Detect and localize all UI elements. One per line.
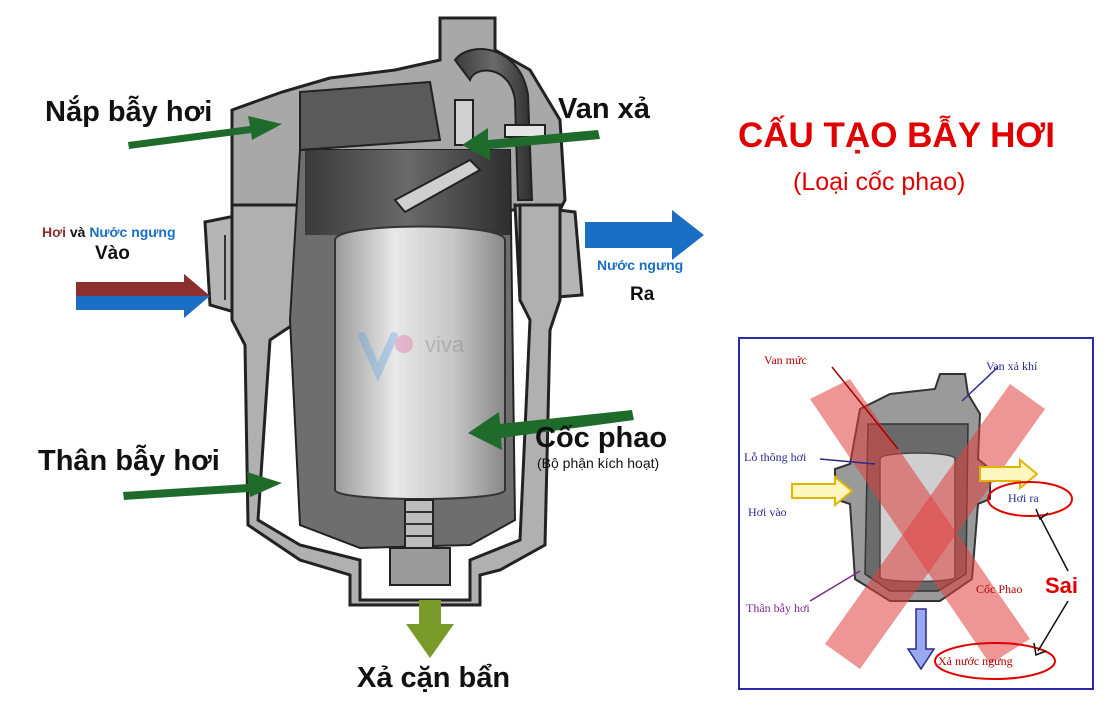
inlet-arrow — [76, 274, 210, 318]
page-title: CẤU TẠO BẪY HƠI — [738, 116, 1055, 155]
valve-arrow — [462, 128, 600, 160]
valve-label: Van xả — [558, 93, 650, 125]
float-label: Cốc phao — [535, 422, 668, 454]
drain-label: Xả cặn bẩn — [357, 662, 511, 694]
svg-text:viva: viva — [425, 332, 465, 357]
inset-condensate-circle — [934, 642, 1056, 680]
inset-body-label: Thân bẫy hơi — [746, 601, 810, 615]
cover-arrow — [128, 116, 282, 149]
inset-air-vent-label: Van xả khí — [986, 359, 1038, 373]
outlet-condensate-label: Nước ngưng — [597, 257, 684, 273]
inset-verdict-label: Sai — [1045, 573, 1079, 598]
drain-arrow — [406, 600, 454, 658]
cover-label: Nắp bẫy hơi — [45, 96, 213, 128]
inset-steam-out-label: Hơi ra — [1008, 491, 1039, 505]
inlet-fluids-label: Hơi và Nước ngưng — [42, 224, 176, 240]
inlet-steam-word: Hơi — [42, 224, 66, 240]
inlet-and-word: và — [69, 224, 86, 240]
body-arrow — [123, 472, 282, 500]
inset-steam-out-circle — [987, 481, 1073, 517]
inset-steam-in-label: Hơi vào — [748, 505, 787, 519]
inset-drawing — [791, 366, 1073, 680]
inlet-label: Vào — [95, 243, 130, 264]
inset-steam-in-arrow — [791, 474, 854, 508]
inlet-condensate-word: Nước ngưng — [89, 224, 176, 240]
steam-trap-illustration — [203, 16, 584, 607]
outlet-label: Ra — [630, 284, 655, 305]
incorrect-diagram-inset: Van mức Van xả khí Lỗ thông hơi Hơi vào … — [738, 337, 1094, 690]
float-arrow — [468, 410, 634, 450]
inset-condensate-arrow — [906, 608, 936, 671]
page-subtitle: (Loại cốc phao) — [793, 168, 966, 196]
cross-stroke-b — [825, 384, 1045, 669]
inset-float-label: Cốc Phao — [976, 582, 1023, 596]
float-note-label: (Bộ phận kích hoạt) — [537, 455, 660, 471]
watermark-logo: viva — [358, 332, 465, 382]
inset-condensate-label: Xả nước ngưng — [938, 654, 1013, 668]
inset-vent-hole-label: Lỗ thông hơi — [744, 450, 807, 464]
outlet-arrow — [585, 210, 704, 260]
inset-water-valve-label: Van mức — [764, 353, 807, 367]
inset-steam-out-arrow — [979, 457, 1039, 491]
body-label: Thân bẫy hơi — [38, 445, 220, 477]
